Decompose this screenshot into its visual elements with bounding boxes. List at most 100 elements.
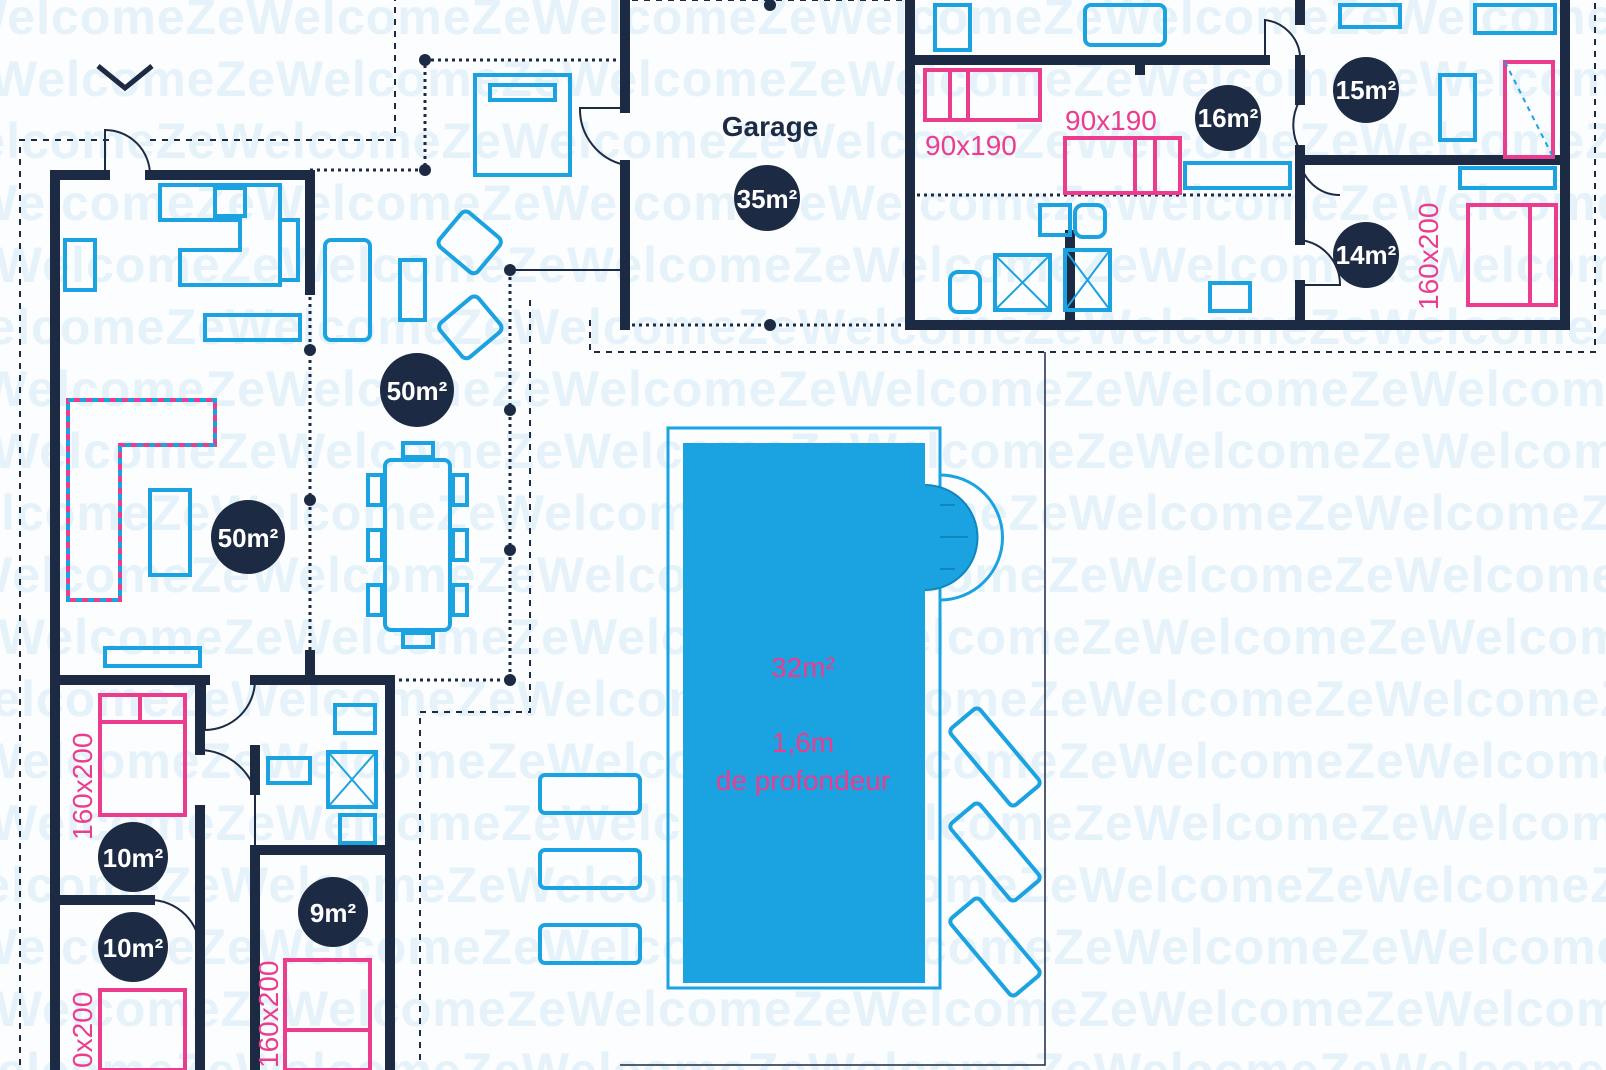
sun-loungers [538, 706, 1042, 998]
wing-furniture [923, 3, 1558, 314]
outdoor-bbq [473, 73, 572, 177]
pool-steps-outline [939, 473, 1004, 602]
area-badge [211, 500, 285, 574]
cabinet [933, 3, 972, 52]
single-bed-pillow [1133, 138, 1157, 193]
double-bed [283, 958, 372, 1070]
post [419, 164, 431, 176]
area-label-15: 15m² [1336, 75, 1397, 105]
toilet-icon [338, 813, 377, 845]
post [419, 54, 431, 66]
pool-depth-note: de profondeur [716, 765, 890, 796]
dining-chair [401, 441, 435, 459]
boundary-left [19, 139, 110, 1065]
post [764, 0, 776, 11]
lounger [948, 801, 1042, 903]
shower-drain [994, 254, 1051, 311]
lounger [538, 923, 642, 965]
kitchen-counter [158, 183, 282, 287]
door-entrance [104, 128, 151, 176]
desk [1338, 3, 1402, 29]
boundary-top-left [150, 0, 396, 141]
area-label-bedroom-a: 10m² [103, 843, 164, 873]
area-label-terrace: 50m² [387, 376, 448, 406]
kitchen [63, 183, 302, 342]
bbq-grill [488, 83, 557, 102]
armchair [436, 209, 503, 276]
area-badges: 35m² Garage 16m² 15m² 14m² 50m² 50m² 10m… [98, 57, 1399, 982]
door-bedroom-a [199, 749, 256, 791]
area-label-garage: 35m² [737, 184, 798, 214]
shower-icon [993, 253, 1052, 312]
washbasin-icon [1038, 203, 1072, 237]
area-badge [1333, 57, 1399, 123]
lounger [948, 706, 1042, 808]
washbasin-icon [1208, 281, 1252, 313]
door-14 [1299, 239, 1342, 286]
bed-size-label: 90x190 [1065, 105, 1157, 136]
wall-living-west [50, 170, 110, 1070]
double-bed [98, 693, 187, 817]
toilet-icon [1073, 203, 1107, 239]
tv-unit [103, 646, 202, 668]
sink-icon [278, 218, 300, 282]
corner-sofa-cushions [66, 398, 217, 602]
door-bedroom-b [149, 899, 201, 951]
outdoor-boundaries [19, 0, 1596, 1065]
double-bed [1466, 203, 1558, 307]
walls [50, 0, 1570, 1070]
posts [304, 0, 776, 686]
post [304, 494, 316, 506]
dining-chair [451, 528, 469, 562]
desk [1438, 73, 1477, 142]
terrace-furniture [323, 73, 572, 649]
bedrooms-furniture [98, 693, 378, 1070]
area-label-16: 16m² [1198, 103, 1259, 133]
double-bed [98, 988, 187, 1070]
living-room [66, 398, 217, 668]
toilet-icon [948, 270, 982, 314]
dining-chair [401, 631, 435, 649]
armchair [437, 294, 504, 361]
doors [104, 18, 1342, 951]
corner-sofa [66, 398, 217, 602]
dining-chair [366, 473, 384, 507]
washbasin-icon [266, 756, 312, 785]
area-badge [1195, 85, 1261, 151]
door-15 [1292, 99, 1301, 151]
entrance-arrow-icon [96, 64, 154, 92]
double-bed-pillows [100, 695, 185, 724]
wall-bedroom-east [250, 675, 395, 1070]
room-label-garage: Garage [722, 111, 819, 142]
door-garage [578, 107, 626, 166]
door-14-b [1299, 159, 1341, 197]
partition-terrace-north [310, 58, 625, 172]
pool-area-line [620, 352, 1046, 1066]
kitchen-island [203, 313, 302, 342]
pool-depth-label: 1,6m [772, 727, 834, 758]
bed-size-label: 0x200 [67, 992, 98, 1068]
area-badge [380, 353, 454, 427]
area-label-living: 50m² [218, 523, 279, 553]
single-bed [923, 68, 1042, 122]
area-label-bedroom-c: 9m² [310, 898, 357, 928]
lounger [538, 773, 642, 815]
pool-labels: 32m² 1,6m de profondeur [716, 652, 890, 796]
bed-labels: 90x190 90x190 160x200 160x200 0x200 160x… [67, 105, 1444, 1068]
pool-water [683, 443, 925, 983]
partition-terrace-east [390, 270, 512, 682]
wardrobe [1458, 166, 1557, 190]
dining-table [383, 458, 452, 632]
bed-size-label: 160x200 [253, 961, 284, 1068]
area-badge [98, 822, 168, 892]
lounger [538, 848, 642, 890]
post [504, 544, 516, 556]
shower-icon [326, 750, 378, 809]
shower-drain [1064, 249, 1111, 311]
cooktop-icon [213, 186, 247, 218]
wall-wing-south-east [905, 0, 1570, 330]
shower-icon [1063, 248, 1112, 312]
post [504, 264, 516, 276]
area-badge [1333, 222, 1399, 288]
